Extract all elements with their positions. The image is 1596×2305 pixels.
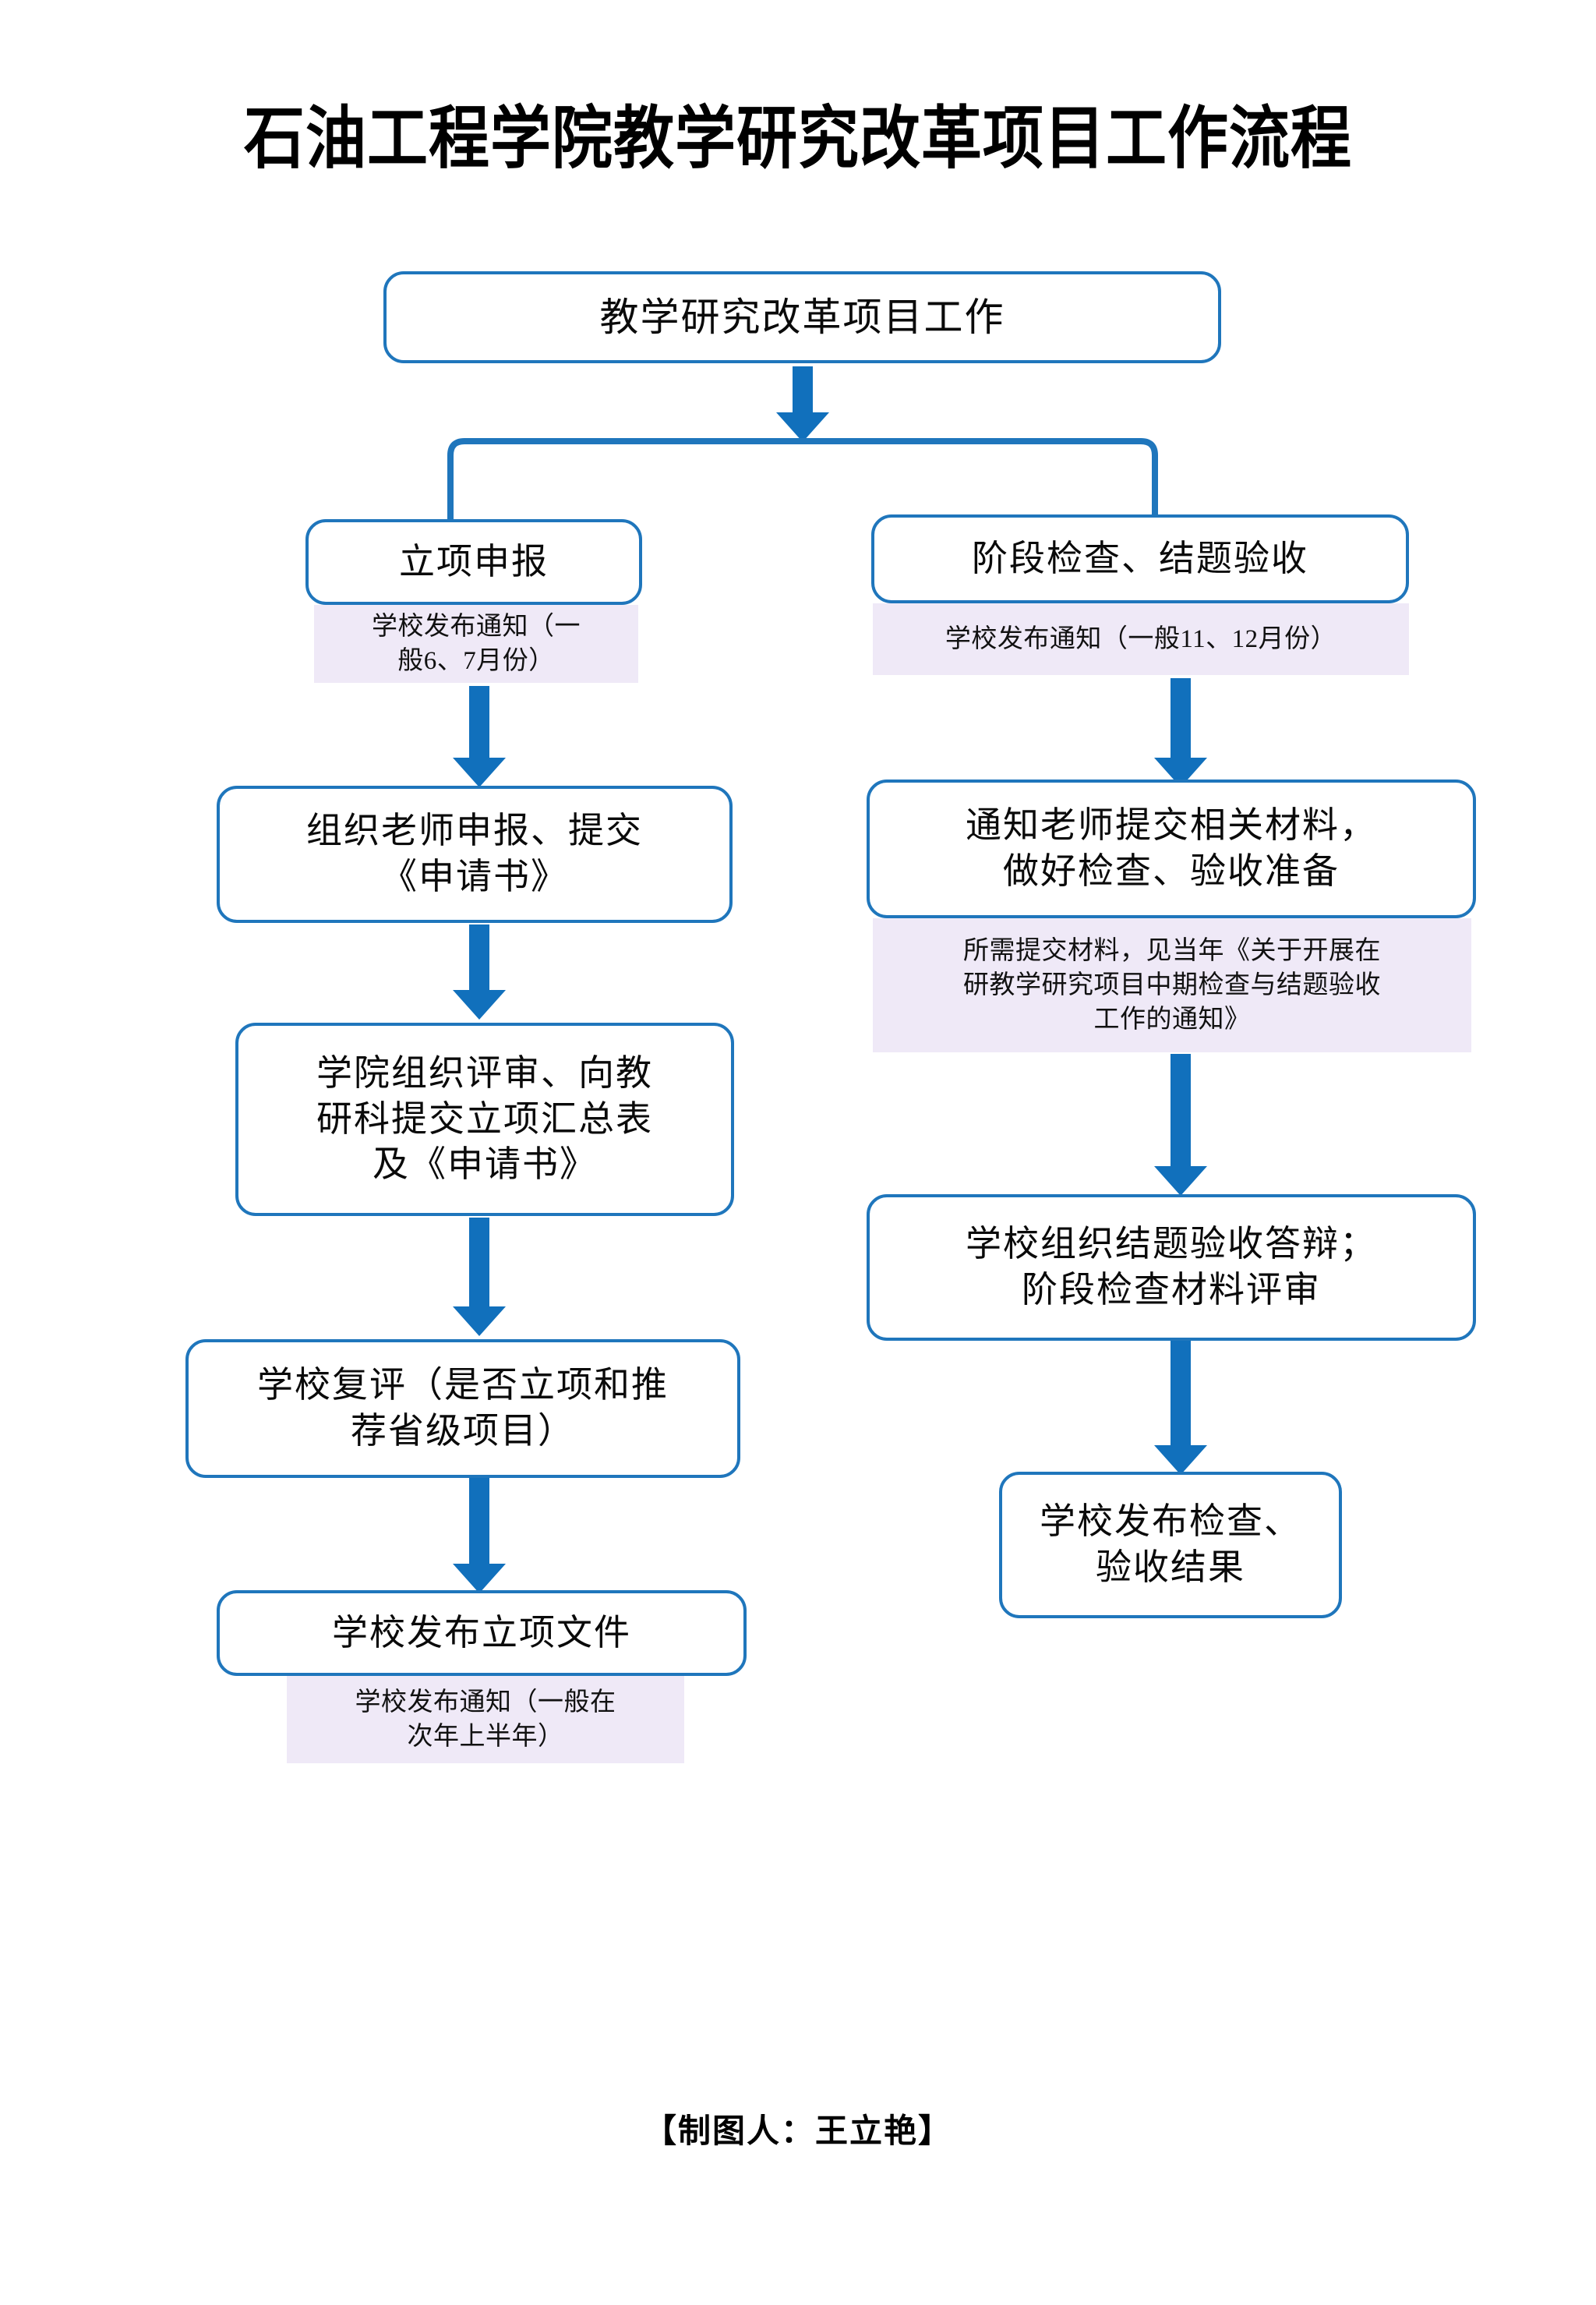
page-title: 石油工程学院教学研究改革项目工作流程 — [243, 99, 1352, 177]
arrow-left-1-to-2 — [444, 924, 514, 1020]
node-left-3-label: 学校复评（是否立项和推 荐省级项目） — [257, 1365, 669, 1451]
node-root[interactable]: 教学研究改革项目工作 — [383, 271, 1221, 363]
node-left-4[interactable]: 学校发布立项文件 — [217, 1590, 747, 1676]
node-left-0[interactable]: 立项申报 — [305, 519, 642, 605]
node-left-0-label: 立项申报 — [399, 541, 549, 582]
arrow-left-0-to-1 — [444, 686, 514, 787]
note-right-1: 所需提交材料，见当年《关于开展在 研教学研究项目中期检查与结题验收 工作的通知》 — [873, 918, 1471, 1052]
split-bracket — [444, 435, 1161, 529]
node-right-0-label: 阶段检查、结题验收 — [972, 538, 1308, 578]
credit-line: 【制图人：王立艳】 — [643, 2112, 952, 2149]
arrow-right-1-to-2 — [1146, 1054, 1216, 1196]
node-left-1-label: 组织老师申报、提交 《申请书》 — [306, 811, 643, 896]
node-right-1[interactable]: 通知老师提交相关材料， 做好检查、验收准备 — [867, 780, 1476, 918]
node-right-3-label: 学校发布检查、 验收结果 — [1040, 1501, 1301, 1587]
arrow-right-2-to-3 — [1146, 1341, 1216, 1475]
note-left-4-text: 学校发布通知（一般在 次年上半年） — [355, 1688, 616, 1751]
note-left-4: 学校发布通知（一般在 次年上半年） — [287, 1676, 684, 1763]
arrow-left-3-to-4 — [444, 1478, 514, 1593]
node-right-2[interactable]: 学校组织结题验收答辩； 阶段检查材料评审 — [867, 1194, 1476, 1341]
note-right-0: 学校发布通知（一般11、12月份） — [873, 603, 1409, 675]
node-right-0[interactable]: 阶段检查、结题验收 — [871, 514, 1409, 603]
note-right-0-text: 学校发布通知（一般11、12月份） — [945, 624, 1337, 653]
arrow-root-to-split — [768, 366, 838, 442]
node-left-4-label: 学校发布立项文件 — [332, 1612, 631, 1653]
node-left-1[interactable]: 组织老师申报、提交 《申请书》 — [217, 786, 733, 923]
node-right-1-label: 通知老师提交相关材料， 做好检查、验收准备 — [966, 805, 1377, 891]
node-left-3[interactable]: 学校复评（是否立项和推 荐省级项目） — [185, 1339, 740, 1478]
node-left-2-label: 学院组织评审、向教 研科提交立项汇总表 及《申请书》 — [316, 1052, 653, 1185]
node-left-2[interactable]: 学院组织评审、向教 研科提交立项汇总表 及《申请书》 — [235, 1023, 734, 1216]
note-right-1-text: 所需提交材料，见当年《关于开展在 研教学研究项目中期检查与结题验收 工作的通知》 — [963, 936, 1381, 1034]
node-right-3[interactable]: 学校发布检查、 验收结果 — [999, 1472, 1342, 1618]
node-right-2-label: 学校组织结题验收答辩； 阶段检查材料评审 — [966, 1224, 1377, 1310]
note-left-0: 学校发布通知（一 般6、7月份） — [314, 605, 638, 683]
node-root-label: 教学研究改革项目工作 — [599, 295, 1005, 339]
arrow-right-0-to-1 — [1146, 678, 1216, 787]
note-left-0-text: 学校发布通知（一 般6、7月份） — [372, 612, 581, 675]
arrow-left-2-to-3 — [444, 1218, 514, 1336]
